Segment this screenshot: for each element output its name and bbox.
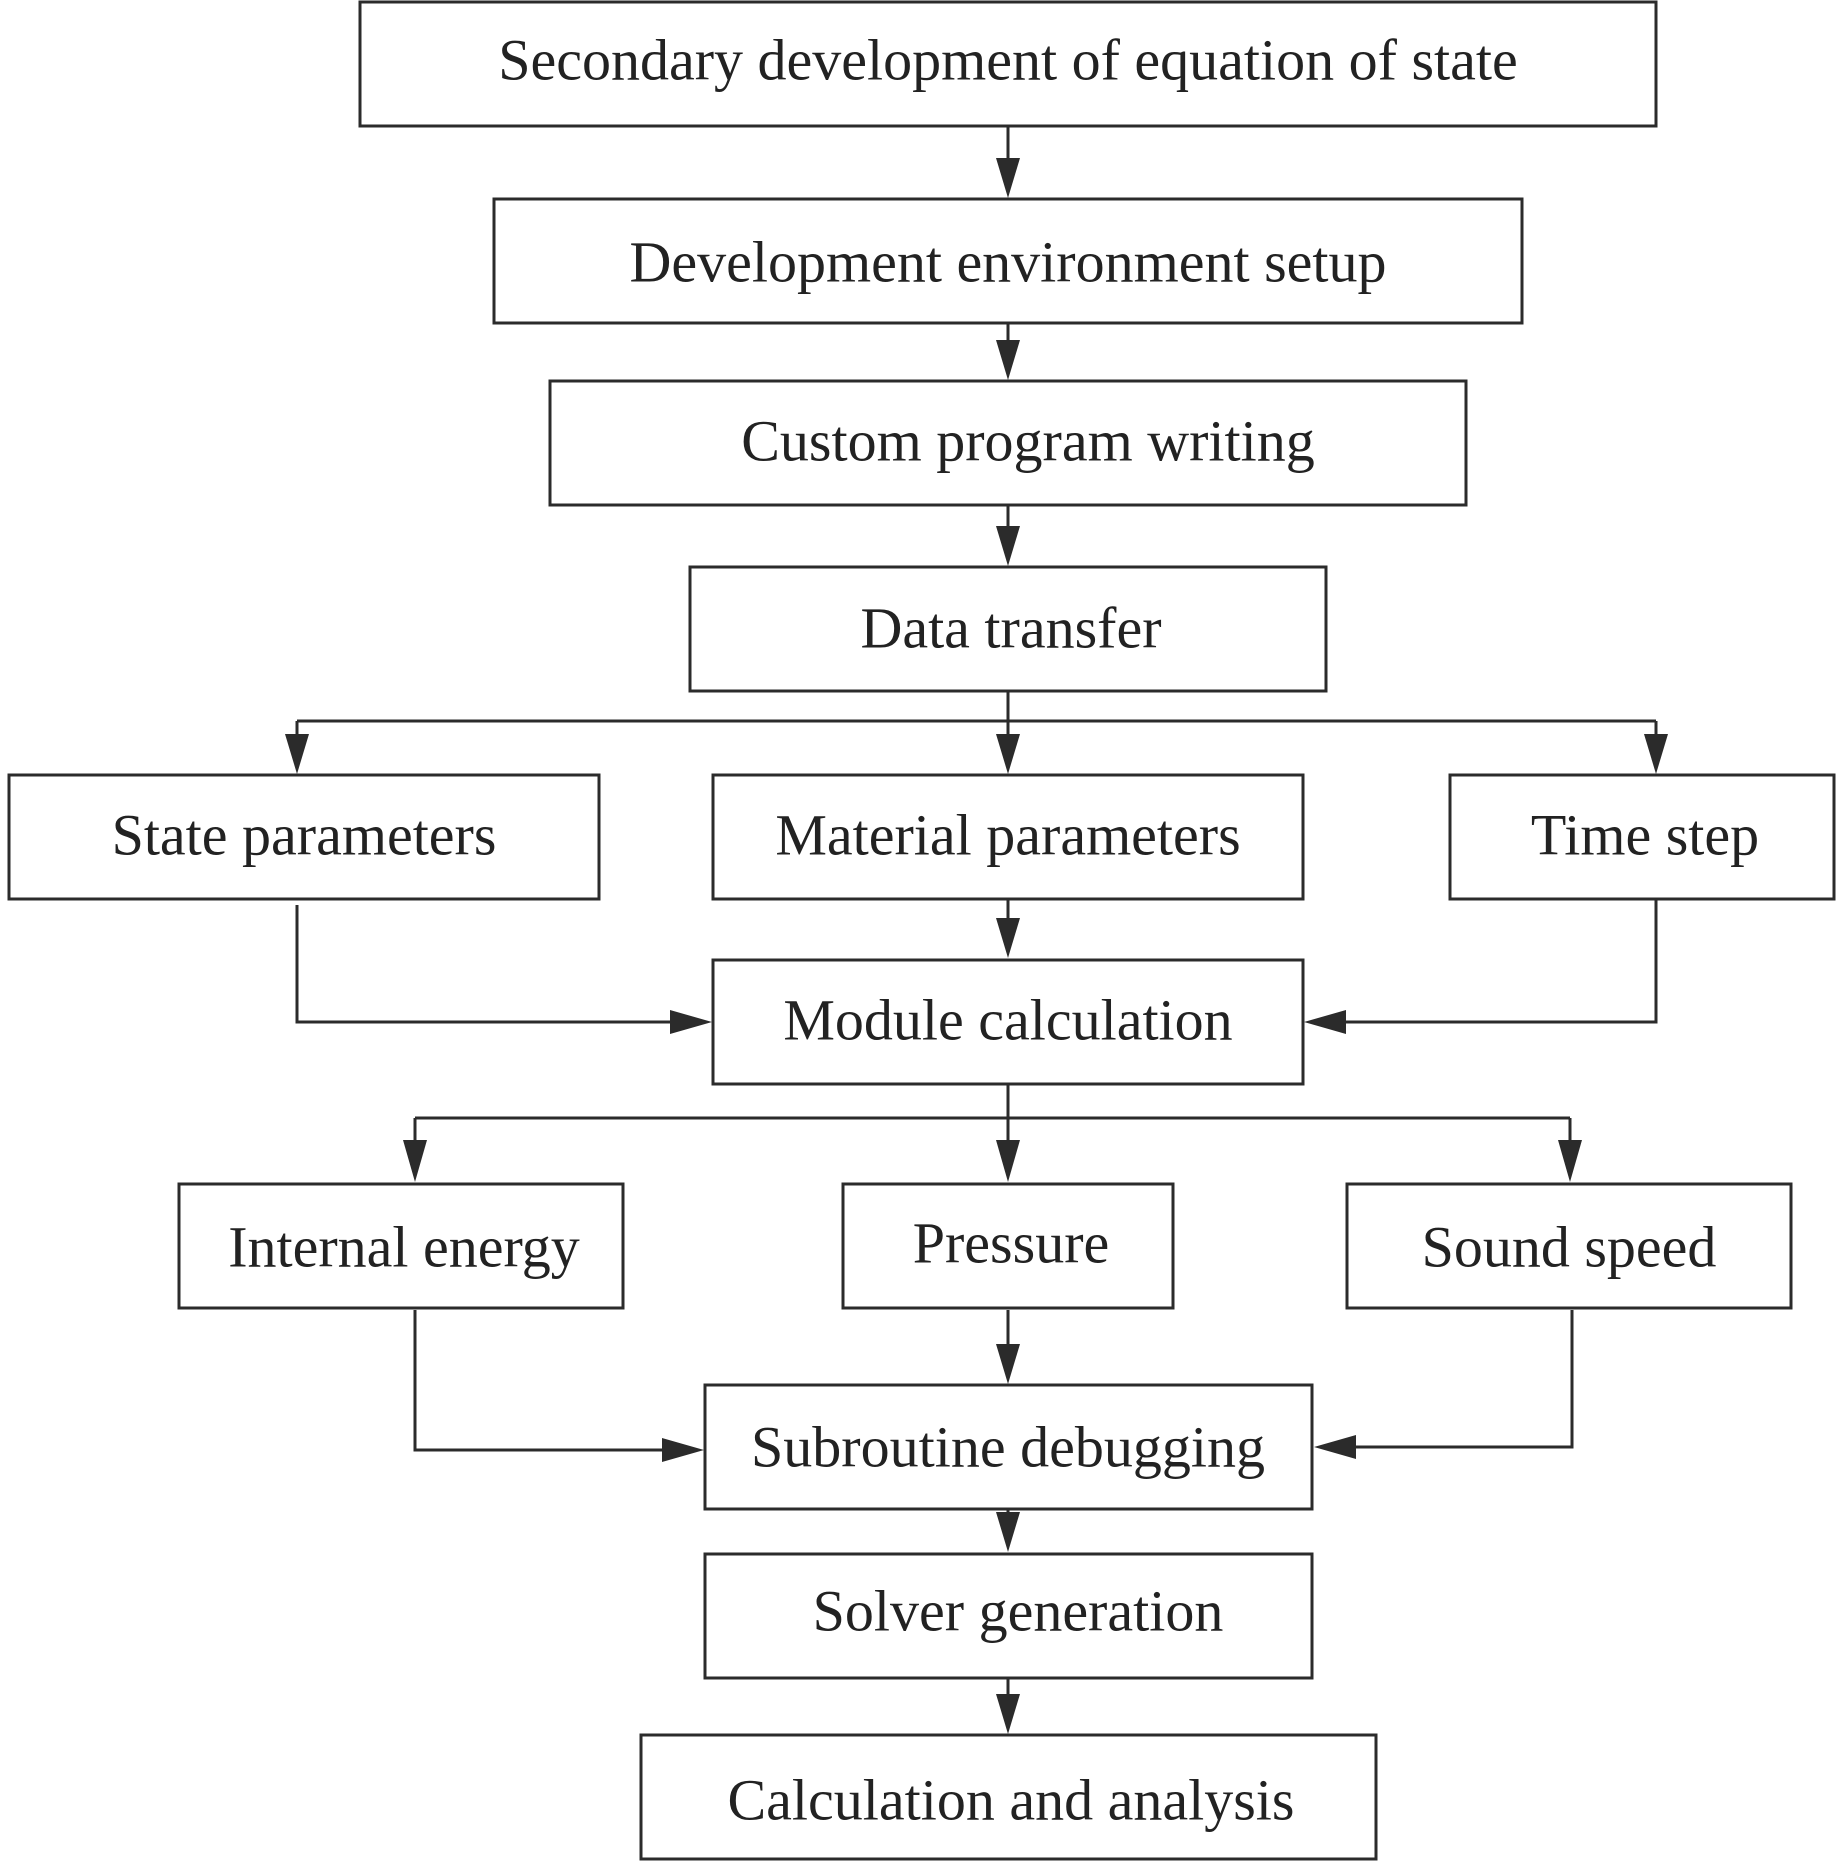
arrowhead-env <box>996 158 1020 198</box>
node-calculation-and-analysis: Calculation and analysis <box>639 1733 1378 1861</box>
node-label: Module calculation <box>783 988 1232 1053</box>
node-environment-setup: Development environment setup <box>492 197 1524 325</box>
arrowhead-pressure <box>996 1140 1020 1182</box>
node-sound-speed: Sound speed <box>1345 1182 1793 1310</box>
edge-timestep-to-module <box>1337 900 1658 1024</box>
edge-module-split <box>415 1085 1570 1120</box>
node-custom-program-writing: Custom program writing <box>548 379 1468 507</box>
connectors <box>295 126 1658 1700</box>
arrowhead-material <box>996 734 1020 774</box>
node-label: Material parameters <box>775 803 1240 868</box>
node-module-calculation: Module calculation <box>711 958 1305 1086</box>
node-subroutine-debugging: Subroutine debugging <box>703 1383 1314 1511</box>
node-label: Internal energy <box>228 1215 580 1280</box>
arrowhead-solver <box>996 1512 1020 1552</box>
edge-energy-to-debug <box>413 1310 672 1452</box>
edge-state-to-module <box>295 905 680 1024</box>
edge-transfer-split <box>297 692 1656 723</box>
node-label: Data transfer <box>860 596 1161 661</box>
arrowhead-debug-left <box>662 1438 704 1462</box>
node-label: Secondary development of equation of sta… <box>498 28 1518 93</box>
node-label: State parameters <box>112 803 497 868</box>
node-time-step: Time step <box>1448 773 1836 901</box>
arrowhead-sound <box>1558 1140 1582 1182</box>
node-label: Solver generation <box>813 1579 1224 1644</box>
arrowhead-analysis <box>996 1694 1020 1734</box>
node-state-parameters: State parameters <box>7 773 601 901</box>
arrowhead-module-right <box>1304 1010 1346 1034</box>
arrowhead-energy <box>403 1140 427 1182</box>
node-label: Development environment setup <box>629 230 1386 295</box>
node-material-parameters: Material parameters <box>711 773 1305 901</box>
node-label: Pressure <box>913 1211 1110 1276</box>
arrowhead-module-top <box>996 918 1020 958</box>
node-label: Time step <box>1531 803 1759 868</box>
arrowheads <box>285 158 1668 1734</box>
node-label: Custom program writing <box>741 409 1315 474</box>
node-pressure: Pressure <box>841 1182 1175 1310</box>
node-solver-generation: Solver generation <box>703 1552 1314 1680</box>
arrowhead-debug-top <box>996 1344 1020 1384</box>
node-label: Calculation and analysis <box>728 1768 1295 1833</box>
arrowhead-custom <box>996 340 1020 380</box>
arrowhead-debug-right <box>1314 1435 1356 1459</box>
arrowhead-timestep <box>1644 734 1668 774</box>
node-label: Subroutine debugging <box>751 1415 1265 1480</box>
node-data-transfer: Data transfer <box>688 565 1328 693</box>
node-secondary-development: Secondary development of equation of sta… <box>358 0 1658 128</box>
node-label: Sound speed <box>1422 1215 1717 1280</box>
arrowhead-state <box>285 734 309 774</box>
arrowhead-transfer <box>996 526 1020 566</box>
arrowhead-module-left <box>670 1010 712 1034</box>
node-internal-energy: Internal energy <box>177 1182 625 1310</box>
edge-sound-to-debug <box>1346 1310 1574 1449</box>
